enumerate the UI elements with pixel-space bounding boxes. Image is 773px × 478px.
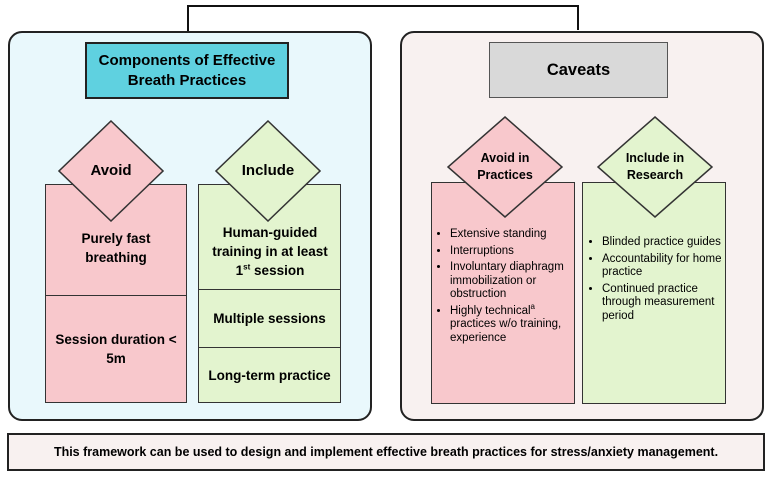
avoid-item-2: Session duration < 5m — [55, 332, 177, 366]
components-title-box: Components of Effective Breath Practices — [85, 42, 289, 99]
list-item: Continued practice through measurement p… — [602, 283, 724, 324]
include-research-label: Include in Research — [625, 151, 685, 182]
caveats-title-box: Caveats — [489, 42, 668, 98]
avoid-item-2-box — [45, 295, 187, 403]
components-title: Components of Effective Breath Practices — [98, 51, 276, 89]
footer-statement: This framework can be used to design and… — [7, 433, 765, 471]
list-item: Highly technicala practices w/o training… — [450, 302, 572, 346]
caveats-title: Caveats — [546, 60, 611, 79]
avoid-practices-label: Avoid in Practices — [477, 151, 533, 182]
list-item: Involuntary diaphragm immobilization or … — [450, 261, 572, 302]
include-item-1: Human-guided training in at least 1st se… — [212, 224, 328, 278]
avoid-diamond-label: Avoid — [90, 161, 132, 179]
avoid-practices-diamond — [447, 116, 563, 218]
avoid-item-1: Purely fast breathing — [81, 231, 151, 265]
list-item: Interruptions — [450, 245, 572, 259]
list-item: Extensive standing — [450, 228, 572, 242]
list-item: Accountability for home practice — [602, 253, 724, 280]
include-research-diamond — [597, 116, 713, 218]
top-bracket-line — [187, 5, 579, 32]
avoid-diamond — [58, 120, 164, 222]
include-diamond — [215, 120, 321, 222]
avoid-practices-list: Extensive standing Interruptions Involun… — [436, 228, 572, 348]
include-research-list: Blinded practice guides Accountability f… — [588, 236, 724, 326]
avoid-practices-box — [431, 182, 575, 404]
include-item-2: Multiple sessions — [198, 289, 341, 348]
include-diamond-label: Include — [241, 161, 295, 179]
include-item-3: Long-term practice — [198, 347, 341, 403]
list-item: Blinded practice guides — [602, 236, 724, 250]
include-research-box — [582, 182, 726, 404]
